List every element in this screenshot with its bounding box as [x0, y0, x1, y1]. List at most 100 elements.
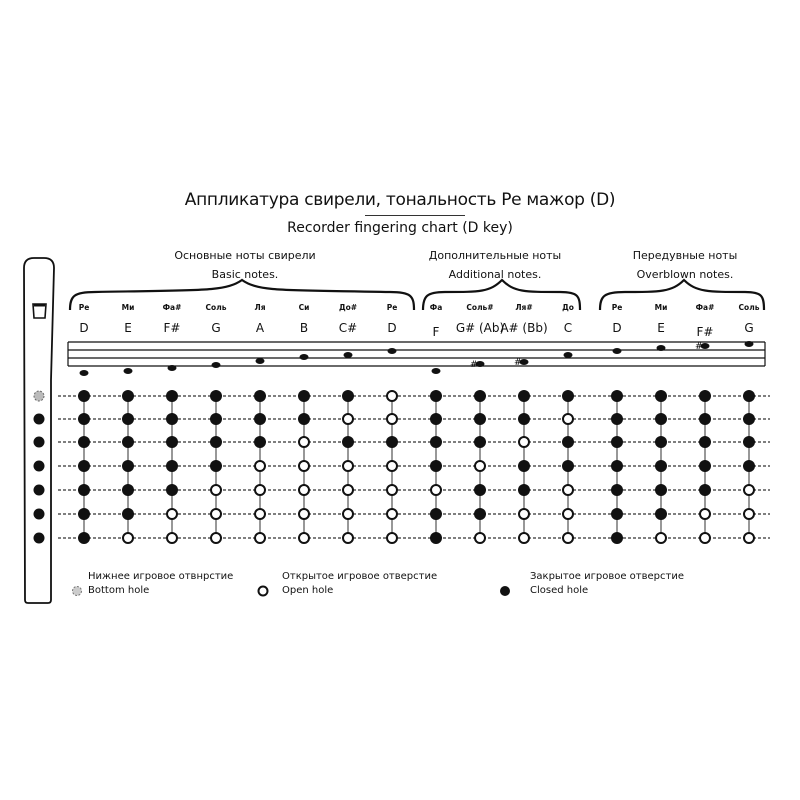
- closed-hole-icon: [166, 390, 178, 402]
- closed-hole-icon: [166, 413, 178, 425]
- legend-closed-hole-ru: Закрытое игровое отверстие: [530, 571, 684, 582]
- closed-hole-icon: [166, 460, 178, 472]
- fingering-grid: [58, 390, 770, 544]
- closed-hole-icon: [655, 413, 667, 425]
- closed-hole-icon: [78, 436, 90, 448]
- closed-hole-icon: [342, 436, 354, 448]
- open-hole-icon: [210, 508, 222, 520]
- closed-hole-icon: [655, 436, 667, 448]
- closed-hole-icon: [699, 484, 711, 496]
- open-hole-icon: [386, 508, 398, 520]
- note-label-ru: Ля: [254, 303, 266, 312]
- note-label-en: D: [79, 321, 89, 335]
- notehead: [431, 368, 441, 374]
- note-label-en: A# (Bb): [500, 321, 548, 335]
- closed-hole-icon: [611, 460, 623, 472]
- open-hole-icon: [122, 532, 134, 544]
- open-hole-icon: [298, 436, 310, 448]
- note-label-en: B: [299, 321, 309, 335]
- open-hole-icon: [518, 508, 530, 520]
- closed-hole-icon: [386, 436, 398, 448]
- open-hole-icon: [342, 484, 354, 496]
- note-label-en: F#: [696, 325, 714, 339]
- open-hole-icon: [562, 532, 574, 544]
- closed-hole-icon: [254, 436, 266, 448]
- closed-hole-icon: [430, 508, 442, 520]
- open-hole-icon: [166, 508, 178, 520]
- closed-hole-icon: [78, 508, 90, 520]
- open-hole-icon: [655, 532, 667, 544]
- closed-hole-icon: [166, 484, 178, 496]
- closed-hole-icon: [611, 532, 623, 544]
- open-hole-icon: [210, 484, 222, 496]
- open-hole-icon: [386, 532, 398, 544]
- closed-hole-icon: [474, 508, 486, 520]
- brace-additional: [421, 278, 582, 311]
- note-label-ru: Соль#: [466, 303, 494, 312]
- note-label-ru: Ре: [78, 303, 90, 312]
- chart-subtitle: Recorder fingering chart (D key): [287, 220, 513, 236]
- closed-hole-icon: [474, 436, 486, 448]
- closed-hole-icon: [518, 460, 530, 472]
- open-hole-icon: [699, 508, 711, 520]
- closed-hole-icon: [611, 508, 623, 520]
- closed-hole-icon: [611, 436, 623, 448]
- open-hole-icon: [342, 532, 354, 544]
- closed-hole-icon: [430, 436, 442, 448]
- brace-overblown: [598, 278, 766, 311]
- note-label-ru: Ми: [121, 303, 135, 312]
- brace-basic: [68, 278, 416, 311]
- note-label-ru: Си: [298, 303, 310, 312]
- closed-hole-icon: [474, 484, 486, 496]
- closed-hole-icon: [430, 460, 442, 472]
- notehead: [387, 348, 397, 354]
- closed-hole-icon: [210, 390, 222, 402]
- legend-bottom-hole-en: Bottom hole: [88, 585, 150, 596]
- notehead: [255, 358, 265, 364]
- recorder-icon: [23, 257, 55, 604]
- group-additional-en: Additional notes.: [448, 268, 542, 281]
- open-hole-icon: [342, 413, 354, 425]
- note-label-en: G: [744, 321, 754, 335]
- note-label-en: E: [124, 321, 132, 335]
- group-basic-en: Basic notes.: [211, 268, 279, 281]
- notehead: [79, 370, 89, 376]
- closed-hole-icon: [122, 484, 134, 496]
- notehead: [519, 359, 529, 365]
- legend-open-hole: Открытое игровое отверстие Open hole: [282, 570, 437, 598]
- closed-hole-icon: [655, 460, 667, 472]
- open-hole-icon: [386, 390, 398, 402]
- open-hole-icon: [743, 532, 755, 544]
- closed-hole-icon: [210, 413, 222, 425]
- open-hole-icon: [562, 484, 574, 496]
- closed-hole-icon: [342, 390, 354, 402]
- open-hole-icon: [342, 508, 354, 520]
- closed-hole-icon: [655, 508, 667, 520]
- closed-hole-icon: [78, 532, 90, 544]
- open-hole-icon: [210, 532, 222, 544]
- open-hole-icon: [386, 460, 398, 472]
- open-hole-icon: [430, 484, 442, 496]
- sharp-sign: #: [695, 342, 703, 352]
- open-hole-icon: [743, 508, 755, 520]
- note-label-en: F: [432, 325, 440, 339]
- closed-hole-icon: [122, 508, 134, 520]
- note-label-ru: Ре: [611, 303, 623, 312]
- note-label-ru: Ми: [654, 303, 668, 312]
- closed-hole-icon: [611, 484, 623, 496]
- note-label-en: C: [563, 321, 573, 335]
- closed-hole-icon: [298, 390, 310, 402]
- note-label-ru: Ре: [386, 303, 398, 312]
- open-hole-icon: [254, 484, 266, 496]
- legend-closed-hole: Закрытое игровое отверстие Closed hole: [530, 570, 684, 598]
- note-label-en: A: [255, 321, 265, 335]
- legend-open-hole-ru: Открытое игровое отверстие: [282, 571, 438, 582]
- closed-hole-icon: [743, 413, 755, 425]
- closed-hole-icon: [562, 460, 574, 472]
- closed-hole-icon: [122, 460, 134, 472]
- legend-open-hole-en: Open hole: [282, 585, 334, 596]
- closed-hole-icon: [78, 460, 90, 472]
- closed-hole-icon: [78, 484, 90, 496]
- open-hole-icon: [298, 460, 310, 472]
